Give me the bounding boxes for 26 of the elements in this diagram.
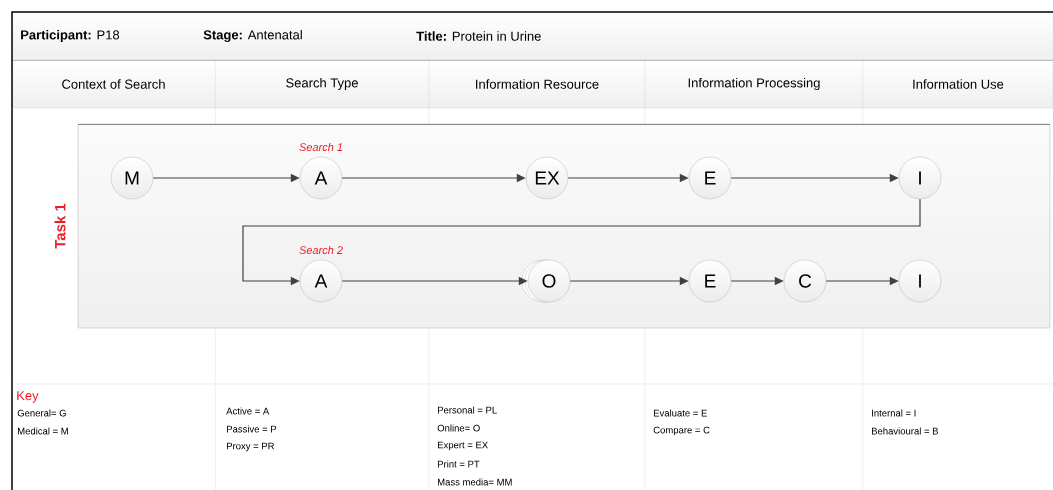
key-entry: Mass media= MM bbox=[438, 478, 512, 486]
key-entry: Expert = EX bbox=[438, 441, 488, 451]
header-field: Participant: P18 bbox=[21, 29, 120, 43]
search-caption: Search 2 bbox=[299, 245, 343, 255]
key-entry: General= G bbox=[17, 409, 66, 417]
key-entry: Passive = P bbox=[227, 425, 277, 433]
key-entry: Online= O bbox=[437, 424, 480, 432]
header-field: Title: Protein in Urine bbox=[416, 31, 541, 41]
key-entry: Print = PT bbox=[438, 460, 480, 468]
key-entry: Active = A bbox=[226, 407, 270, 415]
column-header: Search Type bbox=[286, 77, 358, 91]
key-entry: Personal = PL bbox=[438, 406, 497, 414]
key-entry: Compare = C bbox=[653, 426, 710, 436]
column-header: Context of Search bbox=[62, 79, 165, 89]
key-entry: Proxy = PR bbox=[227, 442, 275, 452]
key-entry: Medical = M bbox=[18, 427, 68, 435]
node-label: Task 1 bbox=[54, 203, 66, 249]
column-header: Information Resource bbox=[476, 79, 599, 89]
key-entry: Evaluate = E bbox=[654, 409, 707, 417]
column-header: Information Use bbox=[913, 79, 1004, 89]
key-entry: Internal = I bbox=[872, 409, 916, 417]
search-caption: Search 1 bbox=[299, 142, 343, 152]
column-header: Information Processing bbox=[688, 77, 820, 91]
header-field: Stage: Antenatal bbox=[203, 29, 302, 43]
key-entry: Behavioural = B bbox=[872, 427, 938, 435]
key-title: Key bbox=[17, 391, 39, 403]
